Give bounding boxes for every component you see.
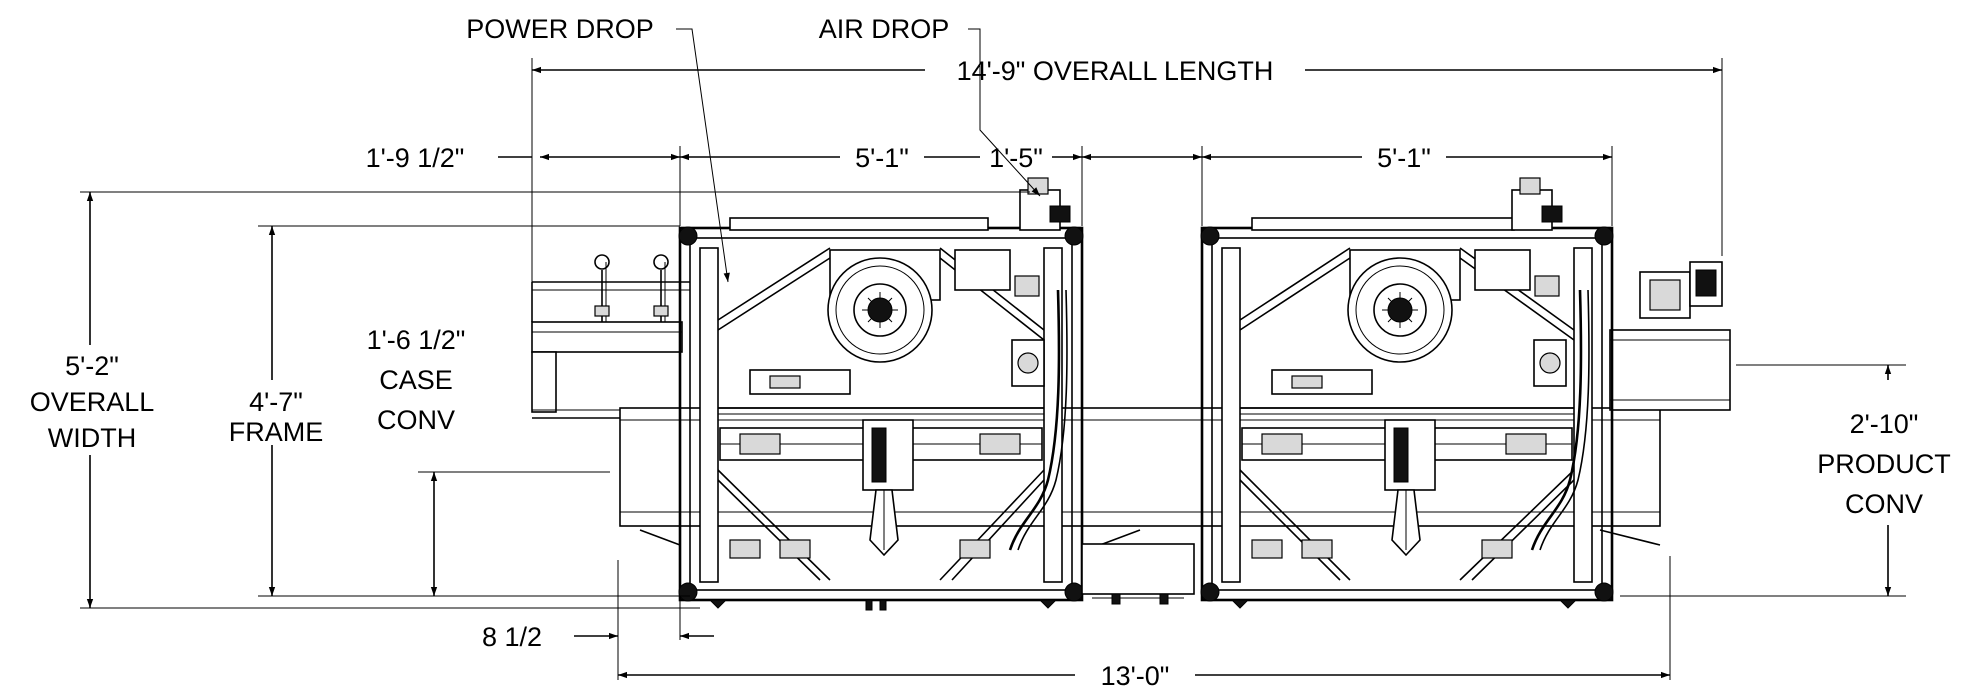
label-overall-width-line2: WIDTH (48, 423, 136, 453)
label-dim-8-half: 8 1/2 (482, 622, 542, 652)
dimensions: 14'-9" OVERALL LENGTH 1'-9 1/2" 5'-1" 1'… (30, 14, 1951, 691)
label-product-conv-line1: PRODUCT (1817, 449, 1951, 479)
label-dim-5-1-right: 5'-1" (1377, 143, 1431, 173)
label-dim-1-9-half: 1'-9 1/2" (366, 143, 465, 173)
dim-case-conv: 1'-6 1/2" CASE CONV (367, 325, 690, 597)
label-product-conv-value: 2'-10" (1850, 409, 1919, 439)
dim-segments: 1'-9 1/2" 5'-1" 1'-5" 5'-1" (366, 143, 1613, 226)
discharge-conveyor (1609, 261, 1731, 411)
callout-power-drop: POWER DROP (466, 14, 730, 283)
dim-8-half: 8 1/2 (482, 560, 714, 680)
case-conveyor-infeed (531, 254, 690, 419)
label-frame-value: 4'-7" (249, 387, 303, 417)
junction-box (1081, 543, 1195, 605)
label-case-conv-line1: CASE (379, 365, 453, 395)
machine-module-1 (678, 177, 1084, 611)
label-dim-1-5: 1'-5" (989, 143, 1043, 173)
label-overall-length: 14'-9" OVERALL LENGTH (957, 56, 1274, 86)
label-case-conv-line2: CONV (377, 405, 455, 435)
label-overall-width-line1: OVERALL (30, 387, 155, 417)
label-overall-width-value: 5'-2" (65, 351, 119, 381)
label-product-conv-line2: CONV (1845, 489, 1923, 519)
label-case-conv-value: 1'-6 1/2" (367, 325, 466, 355)
dim-overall-length: 14'-9" OVERALL LENGTH (531, 56, 1723, 318)
label-dim-5-1-left: 5'-1" (855, 143, 909, 173)
label-power-drop: POWER DROP (466, 14, 654, 44)
machine-module-2 (1200, 177, 1614, 609)
dim-13-0: 13'-0" (618, 556, 1671, 691)
callout-air-drop: AIR DROP (819, 14, 1041, 197)
label-dim-13-0: 13'-0" (1101, 661, 1170, 691)
label-air-drop: AIR DROP (819, 14, 950, 44)
machine-outline (531, 177, 1731, 611)
dim-product-conv: 2'-10" PRODUCT CONV (1620, 364, 1951, 597)
label-frame: FRAME (229, 417, 324, 447)
dim-overall-width: 5'-2" OVERALL WIDTH (30, 191, 1030, 609)
